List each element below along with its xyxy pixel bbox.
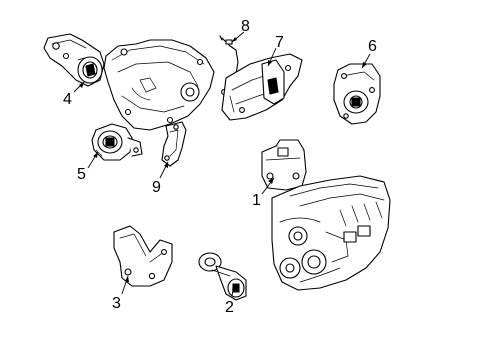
part-3-lower-bracket xyxy=(113,225,173,287)
callout-1: 1 xyxy=(252,192,261,209)
part-4-mount-bracket xyxy=(43,33,105,87)
leader-lines xyxy=(73,31,371,297)
part-5-mount xyxy=(91,123,143,161)
engine-block xyxy=(271,175,391,291)
callout-9: 9 xyxy=(152,179,161,196)
part-7-bracket xyxy=(221,53,303,121)
callout-7: 7 xyxy=(275,34,284,51)
part-1-engine-mount xyxy=(261,139,307,191)
callout-8: 8 xyxy=(241,18,250,35)
callout-3: 3 xyxy=(112,295,121,312)
part-9-bracket-plate xyxy=(161,121,187,167)
callout-2: 2 xyxy=(225,299,234,316)
part-2-torque-strut xyxy=(198,252,247,301)
callout-4: 4 xyxy=(63,91,72,108)
transaxle-case xyxy=(103,39,215,131)
part-6-mount-bracket xyxy=(333,63,381,125)
callout-6: 6 xyxy=(368,38,377,55)
callout-5: 5 xyxy=(77,166,86,183)
